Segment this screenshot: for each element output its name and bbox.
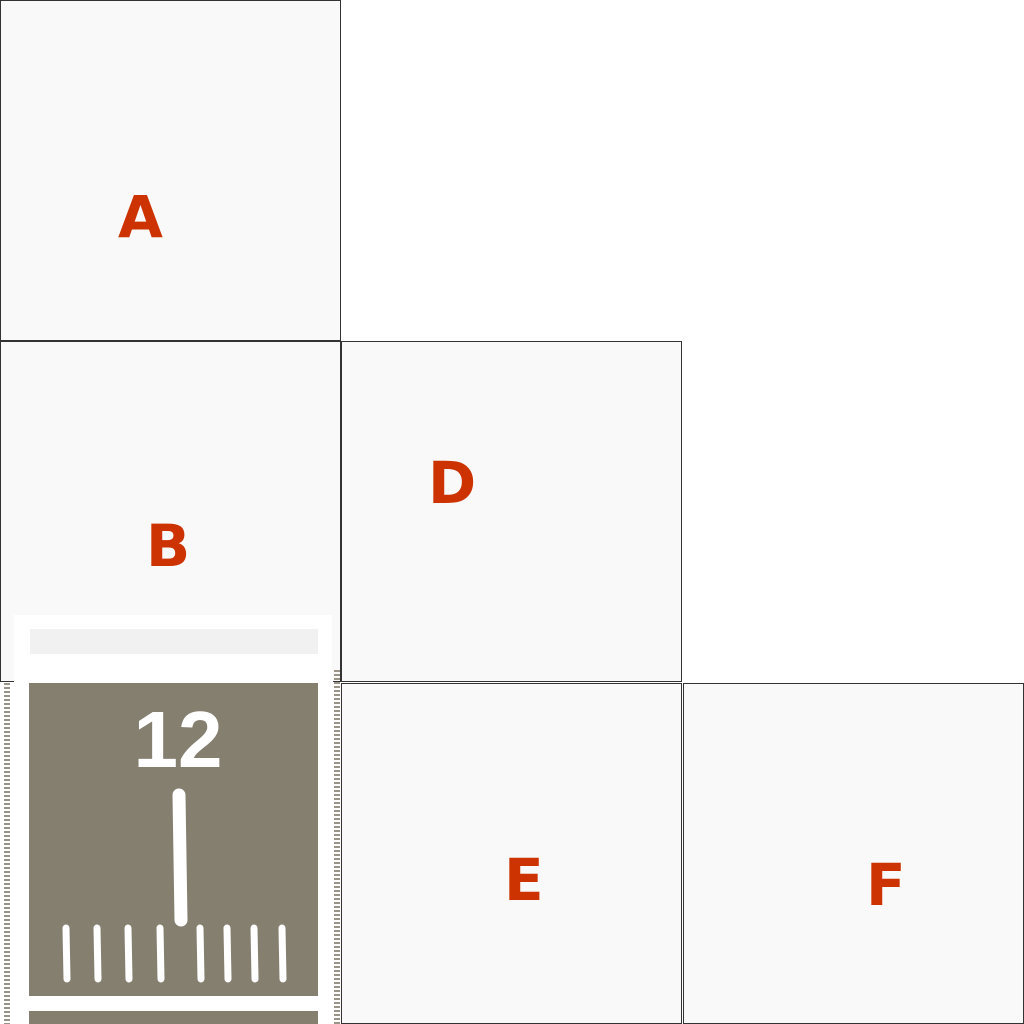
tile-f[interactable]: F	[683, 683, 1024, 1024]
runway-end-stripe	[30, 629, 318, 654]
runway-piece[interactable]: 12	[0, 615, 344, 1024]
runway-side-left	[14, 670, 29, 1024]
runway-threshold-bar	[223, 924, 232, 983]
tile-label-f: F	[866, 851, 906, 919]
tile-label-a: A	[118, 183, 163, 251]
runway-threshold-bar	[250, 924, 259, 983]
runway-threshold-bar	[124, 924, 133, 983]
runway-graphic: 12	[4, 615, 340, 1024]
runway-designator: 12	[134, 695, 223, 784]
runway-threshold-bar	[62, 924, 71, 983]
tile-d[interactable]: D	[341, 341, 682, 682]
tile-label-e: E	[504, 846, 544, 914]
runway-threshold-bar	[93, 924, 102, 983]
tile-a[interactable]: A	[0, 0, 341, 341]
runway-threshold-bars	[62, 924, 287, 983]
runway-side-right	[318, 670, 333, 1024]
runway-centerline	[172, 788, 188, 927]
tile-label-d: D	[428, 449, 477, 517]
runway-bottom-bar	[14, 996, 332, 1011]
runway-threshold-bar	[278, 924, 287, 983]
runway-threshold-bar	[156, 924, 165, 983]
runway-top-edge	[14, 670, 332, 683]
tile-e[interactable]: E	[341, 683, 682, 1024]
runway-threshold-bar	[196, 924, 205, 983]
tile-label-b: B	[146, 512, 191, 580]
